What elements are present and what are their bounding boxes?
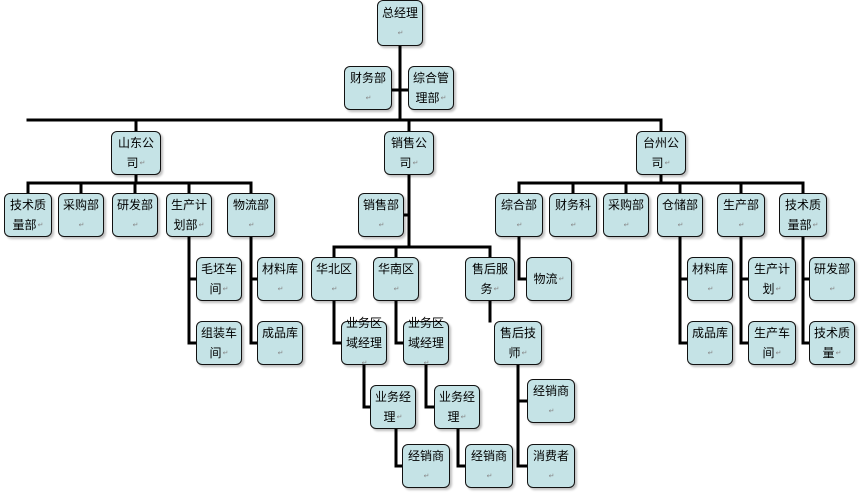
- node-after-sales-technician[interactable]: 售后技师: [494, 321, 542, 365]
- node-tz-finished-store[interactable]: 成品库: [687, 321, 733, 365]
- node-north-regional-manager[interactable]: 业务区域经理: [341, 316, 387, 365]
- node-label: 业务经理: [373, 387, 413, 427]
- node-tz-general-dept[interactable]: 综合部: [495, 193, 543, 237]
- node-south-regional-manager[interactable]: 业务区域经理: [403, 316, 449, 365]
- node-label: 综合部: [498, 195, 540, 235]
- node-sd-tech-quality[interactable]: 技术质量部: [4, 193, 52, 237]
- node-label: 业务经理: [437, 387, 477, 427]
- node-sd-rnd[interactable]: 研发部: [112, 193, 158, 237]
- node-label: 台州公司: [639, 133, 683, 173]
- node-label: 仓储部: [660, 195, 700, 235]
- node-label: 材料库: [260, 259, 300, 299]
- node-north-business-manager[interactable]: 业务经理: [370, 385, 416, 429]
- node-label: 销售部: [361, 195, 401, 235]
- node-label: 经销商: [530, 381, 572, 421]
- node-sd-blank-workshop[interactable]: 毛坯车间: [196, 257, 242, 301]
- node-tz-finance[interactable]: 财务科: [549, 193, 597, 237]
- node-sales-dept[interactable]: 销售部: [358, 193, 404, 237]
- node-label: 消费者: [530, 446, 572, 486]
- node-label: 财务科: [552, 195, 594, 235]
- node-sales-company[interactable]: 销售公司: [384, 131, 434, 175]
- node-sd-assembly-workshop[interactable]: 组装车间: [196, 321, 242, 365]
- node-tz-rnd[interactable]: 研发部: [809, 257, 855, 301]
- node-general-admin-dept[interactable]: 综合管理部: [408, 66, 454, 110]
- node-sd-materials-store[interactable]: 材料库: [257, 257, 303, 301]
- node-label: 采购部: [61, 195, 101, 235]
- node-tz-tech-quality-dept[interactable]: 技术质量部: [779, 193, 827, 237]
- node-tz-materials-store[interactable]: 材料库: [687, 257, 733, 301]
- node-label: 材料库: [690, 259, 730, 299]
- node-sd-purchasing[interactable]: 采购部: [58, 193, 104, 237]
- node-label: 技术质量部: [782, 195, 824, 235]
- node-south-business-manager[interactable]: 业务经理: [434, 385, 480, 429]
- node-label: 采购部: [606, 195, 646, 235]
- node-after-sales-distributor[interactable]: 经销商: [527, 379, 575, 423]
- node-tz-production-workshop[interactable]: 生产车间: [748, 321, 796, 365]
- node-label: 经销商: [405, 446, 447, 486]
- node-label: 物流: [534, 269, 565, 289]
- node-finance-dept[interactable]: 财务部: [344, 66, 392, 110]
- node-label: 生产部: [720, 195, 762, 235]
- node-south-china[interactable]: 华南区: [373, 257, 419, 301]
- node-label: 华南区: [376, 259, 416, 299]
- node-label: 经销商: [468, 446, 510, 486]
- node-label: 综合管理部: [411, 68, 451, 108]
- node-label: 研发部: [812, 259, 852, 299]
- node-label: 销售公司: [387, 133, 431, 173]
- node-label: 售后技师: [497, 323, 539, 363]
- node-label: 成品库: [690, 323, 730, 363]
- node-tz-warehouse[interactable]: 仓储部: [657, 193, 703, 237]
- node-after-sales-service[interactable]: 售后服务: [465, 257, 515, 301]
- node-label: 生产计划: [751, 259, 793, 299]
- node-tz-purchasing[interactable]: 采购部: [603, 193, 649, 237]
- node-label: 业务区域经理: [406, 313, 446, 373]
- node-label: 售后服务: [468, 259, 512, 299]
- node-label: 物流部: [230, 195, 272, 235]
- node-label: 华北区: [314, 259, 354, 299]
- node-tz-tech-quality[interactable]: 技术质量: [809, 321, 855, 365]
- node-label: 总经理: [380, 3, 420, 43]
- node-label: 生产车间: [751, 323, 793, 363]
- node-shandong-company[interactable]: 山东公司: [111, 131, 161, 175]
- node-south-distributor[interactable]: 经销商: [465, 444, 513, 488]
- node-north-distributor[interactable]: 经销商: [402, 444, 450, 488]
- node-tz-production-planning[interactable]: 生产计划: [748, 257, 796, 301]
- node-label: 山东公司: [114, 133, 158, 173]
- node-sd-finished-store[interactable]: 成品库: [257, 321, 303, 365]
- node-sd-logistics[interactable]: 物流部: [227, 193, 275, 237]
- node-label: 生产计划部: [169, 195, 209, 235]
- node-label: 组装车间: [199, 323, 239, 363]
- node-label: 研发部: [115, 195, 155, 235]
- node-label: 毛坯车间: [199, 259, 239, 299]
- node-sd-production-planning[interactable]: 生产计划部: [166, 193, 212, 237]
- node-label: 财务部: [347, 68, 389, 108]
- node-label: 技术质量: [812, 323, 852, 363]
- node-general-manager[interactable]: 总经理: [377, 0, 423, 46]
- node-label: 技术质量部: [7, 195, 49, 235]
- node-north-china[interactable]: 华北区: [311, 257, 357, 301]
- node-consumer[interactable]: 消费者: [527, 444, 575, 488]
- node-taizhou-company[interactable]: 台州公司: [636, 131, 686, 175]
- node-tz-production[interactable]: 生产部: [717, 193, 765, 237]
- node-label: 成品库: [260, 323, 300, 363]
- node-tz-logistics[interactable]: 物流: [526, 257, 572, 301]
- node-label: 业务区域经理: [344, 313, 384, 373]
